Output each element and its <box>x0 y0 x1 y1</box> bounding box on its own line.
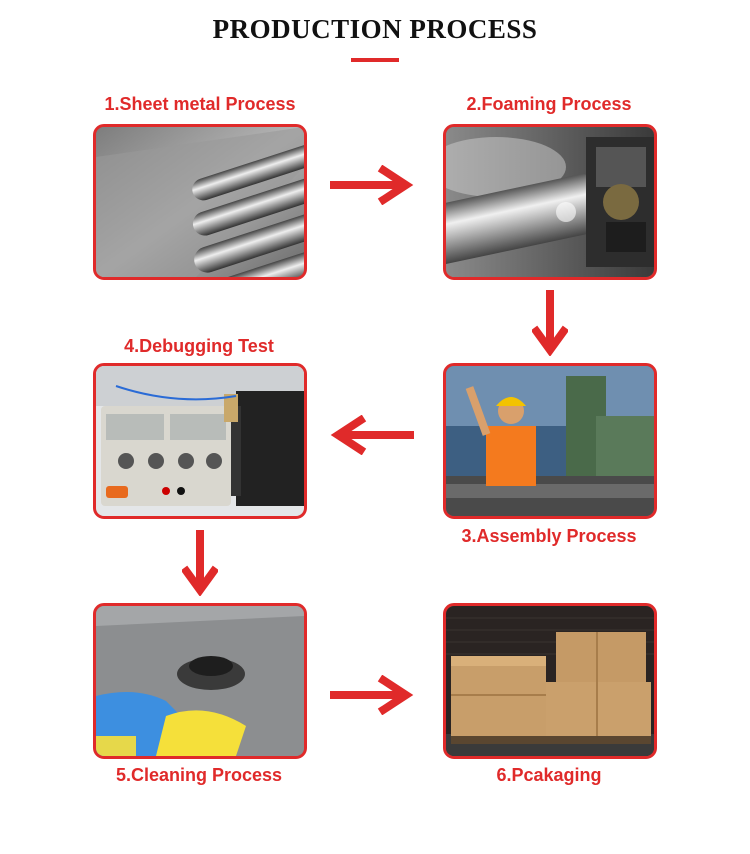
step-4-label: 4.Debugging Test <box>124 336 274 356</box>
arrow-right-icon <box>330 675 414 715</box>
arrow-left-icon <box>330 415 414 455</box>
step-6-label: 6.Pcakaging <box>496 765 602 785</box>
step-2-label: 2.Foaming Process <box>466 94 632 114</box>
step-3-label: 3.Assembly Process <box>461 526 637 546</box>
arrow-down-icon <box>182 530 218 596</box>
step-2-photo <box>443 124 657 280</box>
arrow-right-icon <box>330 165 414 205</box>
step-3-photo <box>443 363 657 519</box>
step-1-photo <box>93 124 307 280</box>
step-4-photo <box>93 363 307 519</box>
arrow-down-icon <box>532 290 568 356</box>
step-6-photo <box>443 603 657 759</box>
step-1-label: 1.Sheet metal Process <box>104 94 296 114</box>
step-5-photo <box>93 603 307 759</box>
page-title: PRODUCTION PROCESS <box>212 14 538 44</box>
step-5-label: 5.Cleaning Process <box>115 765 283 785</box>
title-underline <box>351 58 399 62</box>
